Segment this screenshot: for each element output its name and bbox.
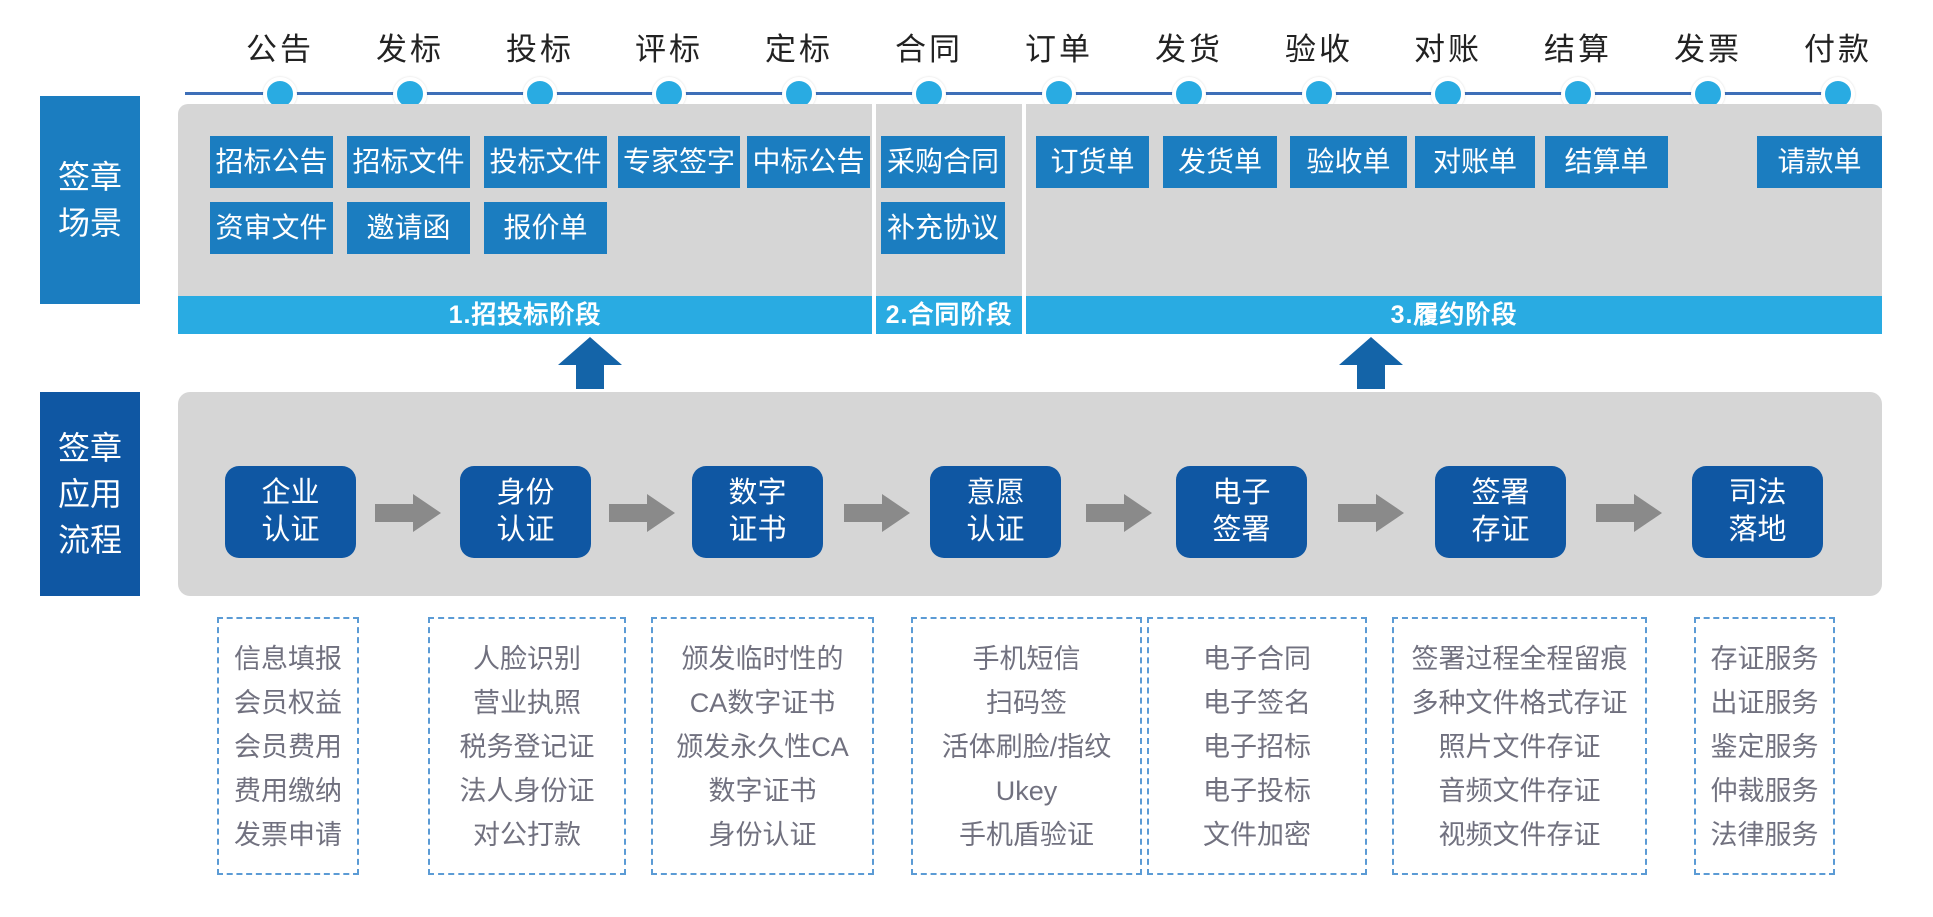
right-arrow-icon	[609, 494, 675, 532]
timeline-stage-label: 评标	[635, 32, 703, 67]
right-arrow-icon	[375, 494, 441, 532]
timeline-stage-label: 合同	[895, 32, 963, 67]
scene-item: 招标文件	[347, 136, 470, 188]
scene-item: 采购合同	[881, 136, 1005, 188]
timeline-stage-label: 发标	[376, 32, 444, 67]
process-step: 签署 存证	[1435, 466, 1566, 558]
right-arrow-icon	[844, 494, 910, 532]
timeline-stage-label: 投标	[506, 32, 574, 67]
timeline-stage-label: 验收	[1285, 32, 1353, 67]
detail-list: 手机短信 扫码签 活体刷脸/指纹 Ukey 手机盾验证	[911, 617, 1142, 875]
detail-list: 存证服务 出证服务 鉴定服务 仲裁服务 法律服务	[1694, 617, 1835, 875]
phase-bar-bidding: 1.招投标阶段	[178, 296, 872, 334]
scene-item: 资审文件	[210, 202, 333, 254]
scene-item: 中标公告	[747, 136, 870, 188]
right-arrow-icon	[1338, 494, 1404, 532]
scene-item: 请款单	[1757, 136, 1882, 188]
scene-item: 结算单	[1545, 136, 1668, 188]
right-arrow-icon	[1086, 494, 1152, 532]
process-step: 司法 落地	[1692, 466, 1823, 558]
timeline-line	[185, 92, 1835, 95]
process-section-label: 签章 应用 流程	[40, 392, 140, 596]
phase-bar-contract: 2.合同阶段	[876, 296, 1022, 334]
scene-item: 邀请函	[347, 202, 470, 254]
timeline-stage-label: 订单	[1025, 32, 1093, 67]
detail-list: 颁发临时性的 CA数字证书 颁发永久性CA 数字证书 身份认证	[651, 617, 874, 875]
scene-item: 专家签字	[618, 136, 740, 188]
scene-item: 报价单	[484, 202, 607, 254]
scene-item: 招标公告	[210, 136, 333, 188]
detail-list: 签署过程全程留痕 多种文件格式存证 照片文件存证 音频文件存证 视频文件存证	[1392, 617, 1647, 875]
scene-item: 订货单	[1036, 136, 1149, 188]
right-arrow-icon	[1596, 494, 1662, 532]
scene-item: 验收单	[1290, 136, 1407, 188]
timeline-stage-label: 公告	[246, 32, 314, 67]
timeline-stage-label: 发票	[1674, 32, 1742, 67]
timeline-stage-label: 发货	[1155, 32, 1223, 67]
phase-bar-performance: 3.履约阶段	[1026, 296, 1882, 334]
scene-item: 补充协议	[881, 202, 1005, 254]
scene-item: 对账单	[1415, 136, 1535, 188]
process-step: 企业 认证	[225, 466, 356, 558]
timeline-stage-label: 对账	[1414, 32, 1482, 67]
process-step: 数字 证书	[692, 466, 823, 558]
scene-item: 投标文件	[484, 136, 607, 188]
timeline-stage-label: 定标	[765, 32, 833, 67]
scene-section-label: 签章 场景	[40, 96, 140, 304]
process-step: 身份 认证	[460, 466, 591, 558]
up-arrow-icon	[1339, 337, 1403, 389]
up-arrow-icon	[558, 337, 622, 389]
scene-item: 发货单	[1163, 136, 1277, 188]
detail-list: 电子合同 电子签名 电子招标 电子投标 文件加密	[1147, 617, 1367, 875]
timeline-stage-label: 付款	[1804, 32, 1872, 67]
process-step: 意愿 认证	[930, 466, 1061, 558]
detail-list: 人脸识别 营业执照 税务登记证 法人身份证 对公打款	[428, 617, 626, 875]
process-step: 电子 签署	[1176, 466, 1307, 558]
timeline-stage-label: 结算	[1544, 32, 1612, 67]
detail-list: 信息填报 会员权益 会员费用 费用缴纳 发票申请	[217, 617, 359, 875]
